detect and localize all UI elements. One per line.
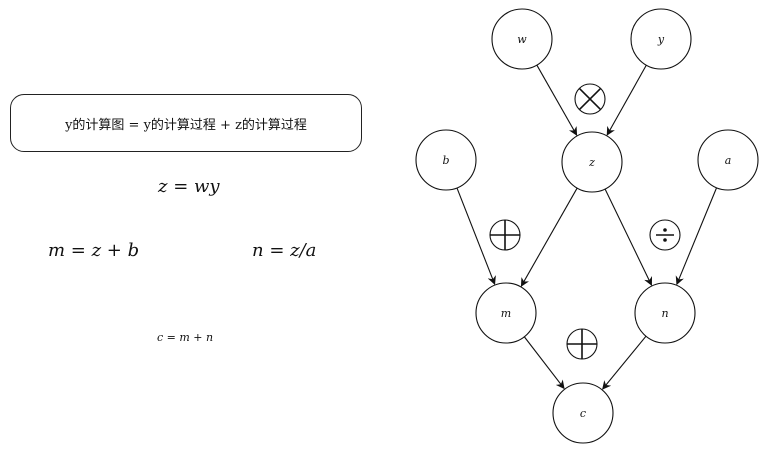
equation-n: n = z/a: [252, 240, 317, 261]
node-label-c: c: [580, 407, 586, 420]
plus-icon: [489, 219, 521, 251]
edge-a-to-n: [675, 187, 718, 286]
node-b: b: [415, 129, 477, 191]
edge-m-to-c: [523, 336, 565, 390]
times-icon: [574, 83, 606, 115]
plus-icon: [566, 328, 598, 360]
node-m: m: [475, 282, 537, 344]
node-label-y: y: [657, 33, 665, 46]
equation-z: z = wy: [158, 176, 220, 197]
divide-icon: [649, 219, 681, 251]
edge-w-to-z: [536, 64, 578, 136]
operators-layer: [489, 83, 681, 360]
caption-box: y的计算图 = y的计算过程 + z的计算过程: [10, 94, 362, 152]
edge-n-to-c: [602, 335, 647, 390]
equation-m: m = z + b: [48, 240, 140, 261]
nodes-layer: w y b z a m n c: [415, 8, 759, 444]
node-label-m: m: [501, 307, 511, 320]
node-n: n: [634, 282, 696, 344]
edge-y-to-z: [606, 64, 647, 136]
node-c: c: [552, 382, 614, 444]
node-label-w: w: [517, 33, 527, 46]
caption-text: y的计算图 = y的计算过程 + z的计算过程: [65, 117, 307, 133]
node-w: w: [491, 8, 553, 70]
edge-b-to-m: [456, 187, 496, 285]
node-label-b: b: [442, 154, 449, 167]
node-y: y: [630, 8, 692, 70]
node-a: a: [697, 129, 759, 191]
edges-layer: [456, 64, 718, 390]
equation-c: c = m + n: [157, 331, 214, 344]
node-z: z: [561, 131, 623, 193]
edge-z-to-n: [604, 188, 653, 286]
edge-z-to-m: [520, 187, 578, 287]
node-label-a: a: [725, 154, 732, 167]
node-label-n: n: [661, 307, 668, 320]
node-label-z: z: [588, 156, 595, 169]
